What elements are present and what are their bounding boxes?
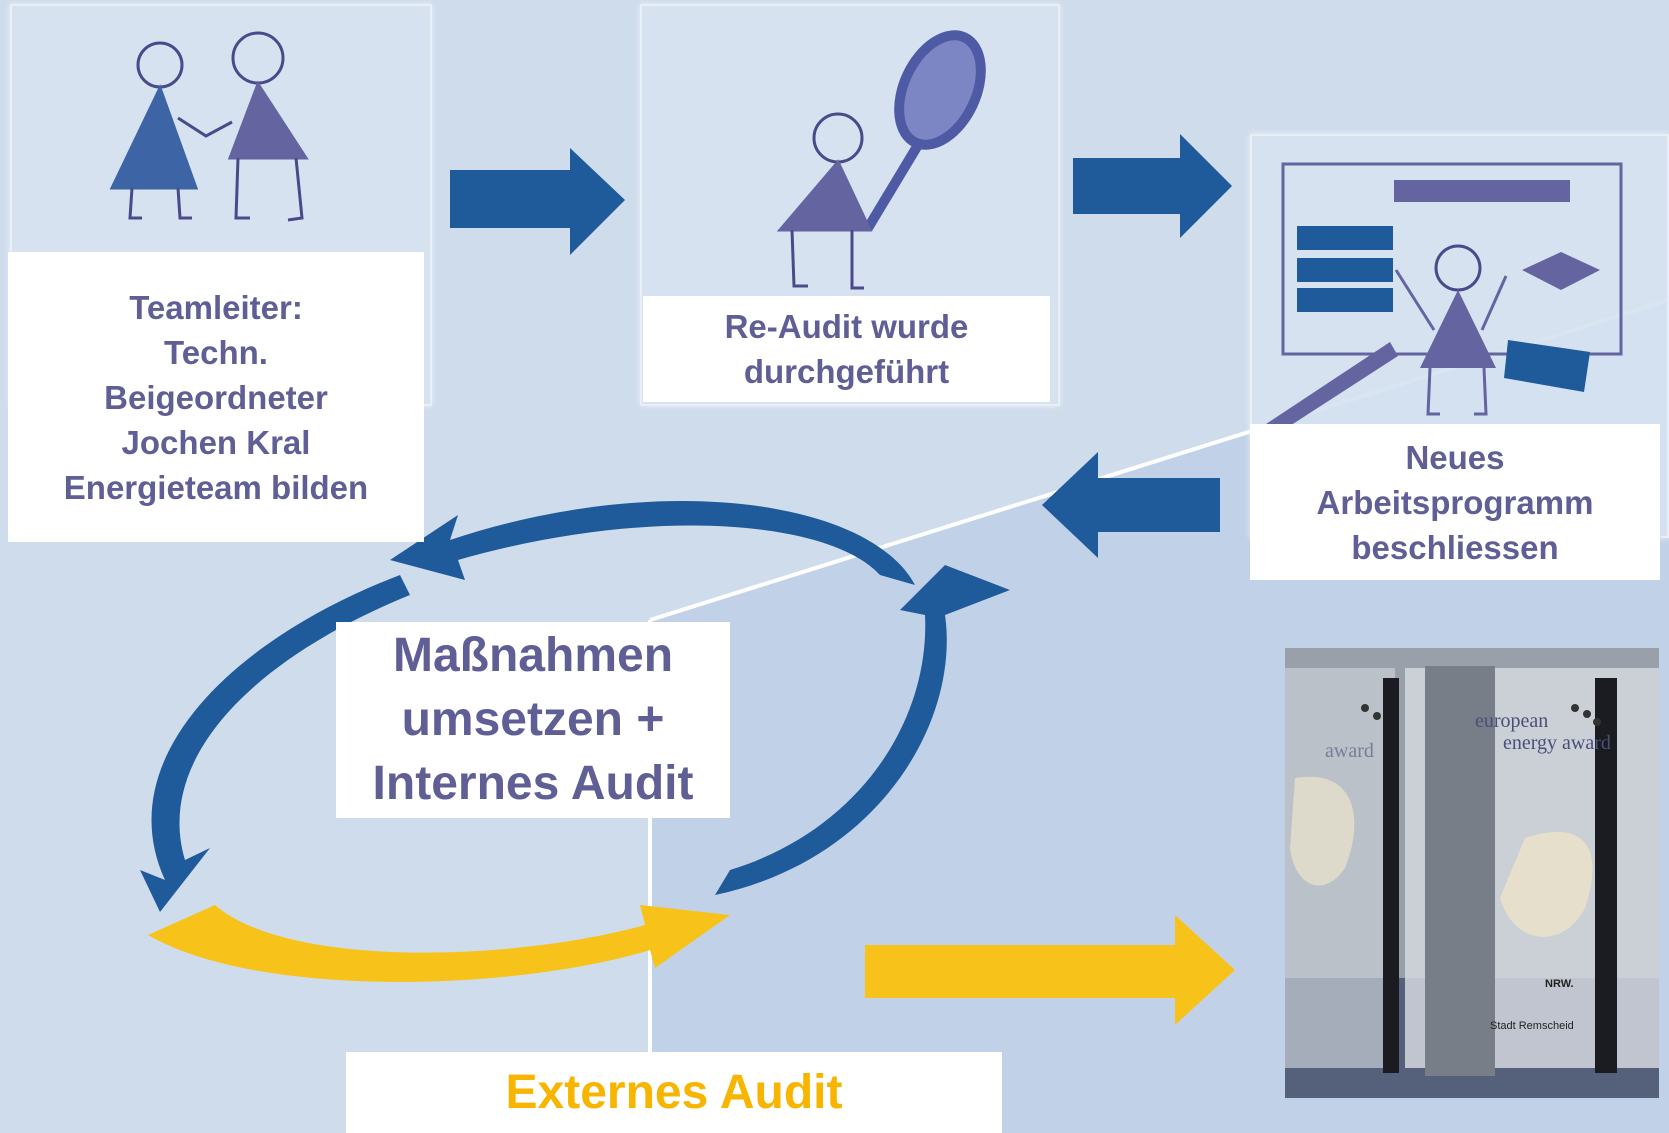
award-brand: NRW. [1545,978,1574,990]
caption-measures-line-1: Maßnahmen [392,629,674,682]
award-trophies-icon [1285,648,1659,1098]
caption-measures-line-3: Internes Audit [372,757,694,810]
award-title-1: european [1475,710,1549,732]
caption-team-line-4: Jochen Kral [121,423,311,461]
cycle-arrow-right-icon [715,565,1010,895]
cycle-arrow-top-icon [390,501,915,585]
award-city: Stadt Remscheid [1490,1020,1574,1032]
caption-program-line-2: Arbeitsprogramm [1316,483,1594,521]
arrow-left-icon [1042,452,1220,558]
caption-reaudit-line-1: Re-Audit wurde [724,308,969,345]
caption-external-label: Externes Audit [505,1066,843,1119]
magnifier-person-icon [776,30,986,290]
caption-reaudit-line-2: durchgeführt [743,353,950,390]
award-ghost-text: award [1325,740,1374,762]
caption-measures-line-2: umsetzen + [401,693,665,746]
arrow-right-2-icon [1073,134,1232,238]
caption-external: Externes Audit [346,1052,1002,1133]
caption-program-line-1: Neues [1405,438,1505,476]
caption-team-line-3: Beigeordneter [104,378,328,416]
caption-measures: Maßnahmen umsetzen + Internes Audit [336,622,730,818]
presentation-board-icon [1260,162,1623,440]
caption-team-line-2: Techn. [164,333,268,371]
caption-team-line-5: Energieteam bilden [63,468,369,506]
award-title-2: energy award [1503,732,1611,754]
award-photo: european energy award award NRW. Stadt R… [1285,648,1659,1098]
cycle-arrow-left-icon [140,575,410,912]
caption-team: Teamleiter: Techn. Beigeordneter Jochen … [8,252,424,542]
caption-program-line-3: beschliessen [1351,528,1559,566]
caption-program: Neues Arbeitsprogramm beschliessen [1250,424,1660,580]
caption-team-line-1: Teamleiter: [129,288,303,326]
cycle-arrow-bottom-icon [148,905,730,982]
handshake-icon [109,31,309,222]
arrow-right-1-icon [450,148,625,255]
arrow-right-yellow-icon [865,915,1235,1025]
caption-reaudit: Re-Audit wurde durchgeführt [643,296,1050,402]
